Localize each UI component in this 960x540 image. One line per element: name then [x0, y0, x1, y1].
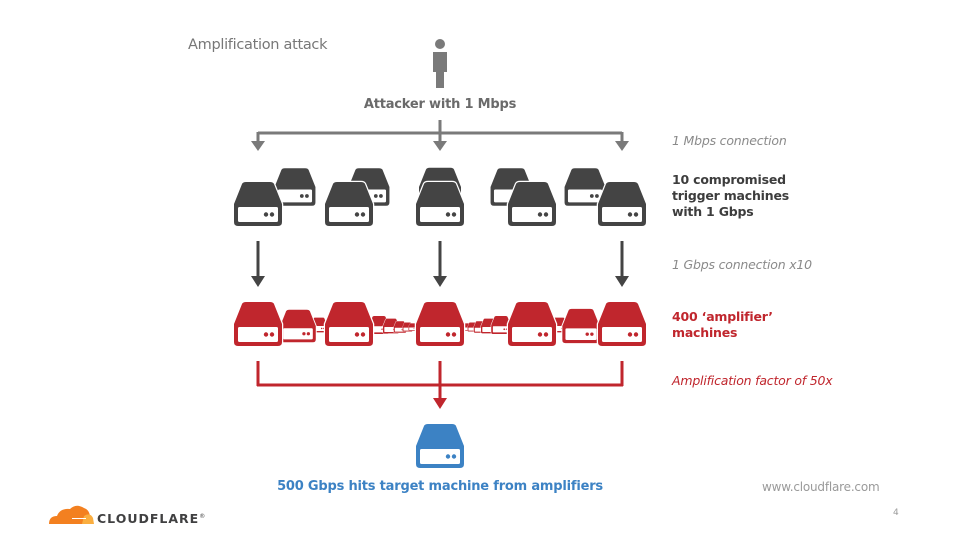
page-number: 4 [893, 508, 899, 518]
logo-wordmark: CLOUDFLARE [97, 511, 200, 526]
server-icon [414, 300, 466, 348]
target-label: 500 Gbps hits target machine from amplif… [277, 479, 603, 494]
server-icon [506, 300, 558, 348]
arrow-down-icon [615, 276, 629, 287]
cloudflare-logo-icon [49, 505, 94, 524]
amplifier-machines-label-line: 400 ‘amplifier’ [672, 309, 773, 324]
trigger-connection-arrows [256, 241, 624, 278]
amplifier-machines [232, 300, 648, 348]
arrow-down-icon [251, 276, 265, 287]
website-url: www.cloudflare.com [762, 480, 880, 494]
server-icon [323, 180, 375, 228]
arrow-down-icon [433, 141, 447, 151]
arrow-down-icon [433, 398, 447, 409]
trigger-machines-label-line: trigger machines [672, 188, 789, 203]
server-icon [596, 300, 648, 348]
trademark-symbol: ® [199, 512, 207, 520]
cloudflare-logo-text: CLOUDFLARE® [97, 511, 206, 526]
trigger-machines-label-line: with 1 Gbps [672, 204, 754, 219]
target-machine [416, 424, 464, 468]
amplification-lines [256, 361, 624, 400]
server-icon [414, 180, 466, 228]
attacker-connection-label: 1 Mbps connection [672, 133, 787, 148]
amplification-factor-label: Amplification factor of 50x [672, 373, 833, 388]
amplifier-machines-label: 400 ‘amplifier’ machines [672, 309, 773, 341]
server-icon [416, 424, 464, 468]
server-icon [323, 300, 375, 348]
trigger-machines-label-line: 10 compromised [672, 172, 786, 187]
slide-title: Amplification attack [188, 37, 328, 53]
arrow-down-icon [615, 141, 629, 151]
arrow-down-icon [251, 141, 265, 151]
amplifier-machines-label-line: machines [672, 325, 738, 340]
server-icon [596, 180, 648, 228]
server-icon [232, 180, 284, 228]
trigger-connection-label: 1 Gbps connection x10 [672, 257, 812, 272]
server-icon [232, 300, 284, 348]
server-icon [561, 307, 601, 345]
attacker-connection-lines [256, 120, 624, 142]
trigger-machines-label: 10 compromised trigger machines with 1 G… [672, 172, 789, 220]
trigger-machines [232, 166, 648, 228]
arrow-down-icon [433, 276, 447, 287]
server-icon [506, 180, 558, 228]
server-icon [279, 308, 317, 344]
attacker-label: Attacker with 1 Mbps [363, 97, 517, 112]
person-icon [433, 39, 447, 88]
